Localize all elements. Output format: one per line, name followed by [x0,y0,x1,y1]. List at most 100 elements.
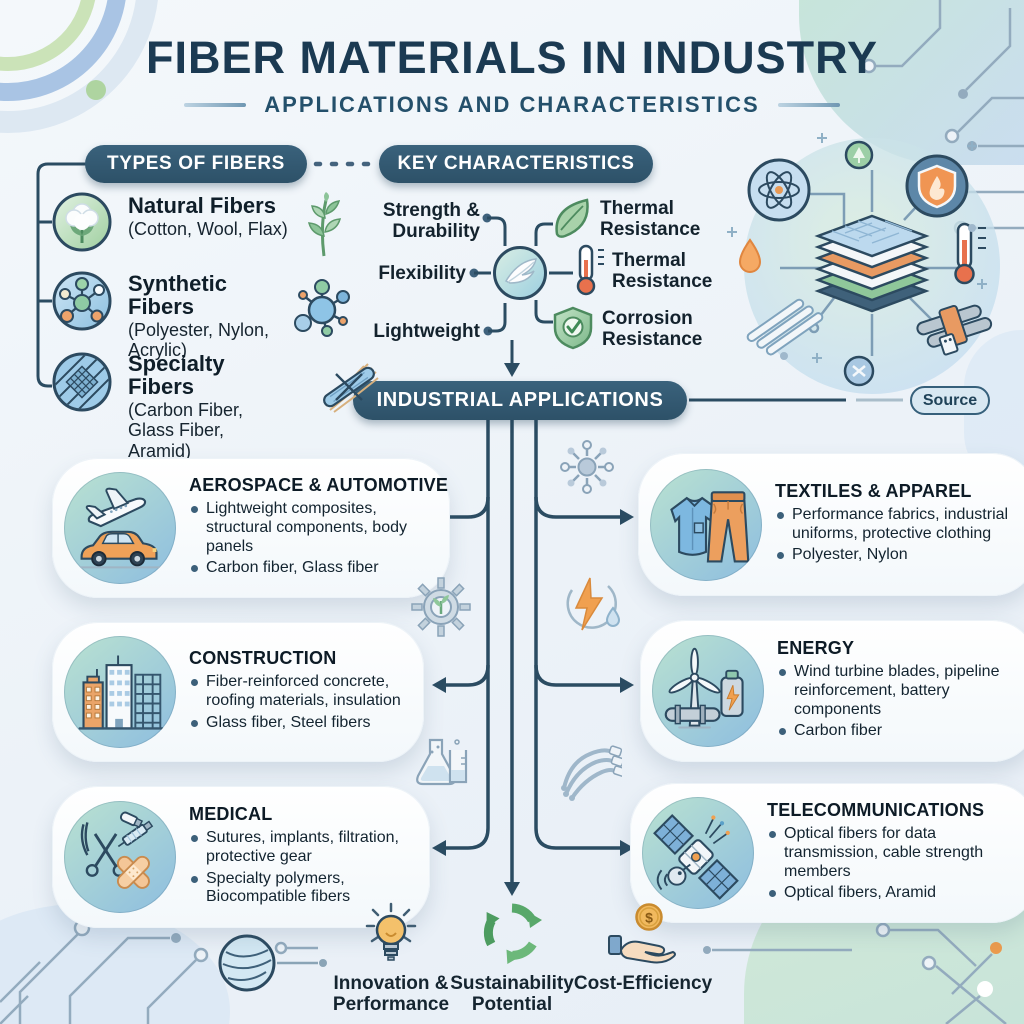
fiber-type-specialty: Specialty Fibers (Carbon Fiber, Glass Fi… [128,352,288,461]
cable-roll-icon [916,304,993,356]
bullet: Optical fibers, Aramid [767,884,1024,903]
satellite-icon [642,797,754,909]
footer-label: Innovation & Performance [332,973,450,1016]
tool-node-icon [843,355,875,387]
circuit-decor-bottom-right [703,922,1007,1024]
medical-tools-icon [64,801,176,913]
types-of-fibers-header: TYPES OF FIBERS [85,145,307,183]
characteristic-lightweight: Lightweight [373,321,480,342]
fiber-type-name: Natural Fibers [128,193,276,218]
footer-item-sustainability: Sustainability Potential [442,896,582,1016]
fiber-type-examples: (Cotton, Wool, Flax) [128,219,288,240]
lightbulb-icon [365,902,417,961]
bullet: Performance fabrics, industrial uniforms… [775,506,1024,544]
characteristic-thermal-resistance-1: Thermal Resistance [600,198,701,241]
bullet: Carbon fiber [777,722,1024,741]
app-card-aerospace-automotive: AEROSPACE & AUTOMOTIVE Lightweight compo… [52,458,450,598]
cotton-plant-icon [52,192,112,252]
industrial-applications-header: INDUSTRIAL APPLICATIONS [353,381,687,420]
fiber-type-name: Specialty Fibers [128,351,225,400]
hand-coin-icon: $ [608,903,676,964]
app-card-bullets: Sutures, implants, filtration, protectiv… [189,829,416,908]
app-card-title: CONSTRUCTION [189,648,337,669]
bullet: Carbon fiber, Glass fiber [189,559,436,578]
app-card-textiles-apparel: TEXTILES & APPAREL Performance fabrics, … [638,453,1024,596]
source-button-label: Source [922,391,978,409]
page-title: FIBER MATERIALS IN INDUSTRY [146,32,878,83]
fiber-type-synthetic: Synthetic Fibers (Polyester, Nylon, Acry… [128,272,288,361]
app-card-bullets: Performance fabrics, industrial uniforms… [775,506,1024,566]
plant-icon [307,192,342,257]
wind-turbine-icon [652,635,764,747]
bullet: Sutures, implants, filtration, protectiv… [189,829,416,867]
lab-flasks-icon [416,738,468,786]
characteristic-thermal-resistance-2: Thermal Resistance [612,250,713,293]
dollar-glyph: $ [645,910,653,926]
app-card-title: TELECOMMUNICATIONS [767,799,985,820]
app-card-bullets: Optical fibers for data transmission, ca… [767,825,1024,904]
fiber-bundle-icon [323,363,379,413]
plus-marks [727,133,987,363]
arc-rings-decor [0,0,158,133]
fiber-type-examples: (Polyester, Nylon, Acrylic) [128,320,270,361]
app-card-title: MEDICAL [189,803,273,824]
footer-item-cost-efficiency: $ Cost-Efficiency [568,902,718,994]
page-subtitle-row: APPLICATIONS AND CHARACTERISTICS [0,92,1024,118]
subtitle-dash-left [184,103,247,107]
app-card-telecommunications: TELECOMMUNICATIONS Optical fibers for da… [630,783,1024,923]
fiber-types-bracket [36,162,86,388]
characteristic-corrosion-resistance: Corrosion Resistance [602,308,703,351]
app-card-medical: MEDICAL Sutures, implants, filtration, p… [52,786,430,928]
buildings-icon [64,636,176,748]
network-hub-icon [560,440,614,494]
footer-label: Sustainability Potential [450,973,574,1016]
key-characteristics-header: KEY CHARACTERISTICS [379,145,653,183]
bullet: Lightweight composites, structural compo… [189,500,436,557]
thermometer-icon [576,244,604,296]
source-button[interactable]: Source [910,386,990,415]
app-card-title: TEXTILES & APPAREL [775,480,972,501]
fire-shield-icon [905,154,969,218]
bullet: Wind turbine blades, pipeline reinforcem… [777,663,1024,720]
fiber-type-natural: Natural Fibers (Cotton, Wool, Flax) [128,194,303,239]
fiber-sphere-decor [218,934,327,992]
flame-drop-icon [738,238,762,273]
bullet: Specialty polymers, Biocompatible fibers [189,870,416,908]
eco-gear-icon [411,577,471,637]
airplane-car-icon [64,472,176,584]
app-card-bullets: Lightweight composites, structural compo… [189,500,436,579]
bullet: Glass fiber, Steel fibers [189,714,410,733]
fiber-weave-icon [52,352,112,412]
app-card-bullets: Fiber-reinforced concrete, roofing mater… [189,673,410,733]
app-card-title: ENERGY [777,637,855,658]
fiber-type-name: Synthetic Fibers [128,271,228,320]
shirt-pants-icon [650,468,762,581]
bullet: Optical fibers for data transmission, ca… [767,825,1024,882]
subtitle-dash-right [777,103,840,107]
composite-layer-stack [814,214,930,313]
app-card-energy: ENERGY Wind turbine blades, pipeline rei… [640,620,1024,762]
tree-node-icon [844,140,874,170]
bullet: Fiber-reinforced concrete, roofing mater… [189,673,410,711]
recycle-icon [483,903,542,964]
leaf-icon [555,198,589,238]
footer-label: Cost-Efficiency [573,973,713,994]
power-water-icon [566,577,621,631]
thermometer-gauge-icon [954,222,986,285]
atom-icon [747,158,811,222]
molecule-cluster-icon [294,279,350,337]
characteristic-flexibility: Flexibility [378,263,466,284]
feather-icon [493,246,547,300]
app-card-bullets: Wind turbine blades, pipeline reinforcem… [777,663,1024,742]
shield-check-icon [553,306,593,350]
page-subtitle: APPLICATIONS AND CHARACTERISTICS [264,92,760,117]
optical-cables-icon [561,745,622,801]
bullet: Polyester, Nylon [775,546,1024,565]
characteristics-connectors [469,213,573,377]
composite-materials-illustration [727,133,1000,394]
fiber-ribbon-icon [746,298,824,356]
app-card-title: AEROSPACE & AUTOMOTIVE [189,474,449,495]
footer-item-innovation: Innovation & Performance [320,902,462,1016]
characteristic-strength-durability: Strength & Durability [382,200,480,243]
